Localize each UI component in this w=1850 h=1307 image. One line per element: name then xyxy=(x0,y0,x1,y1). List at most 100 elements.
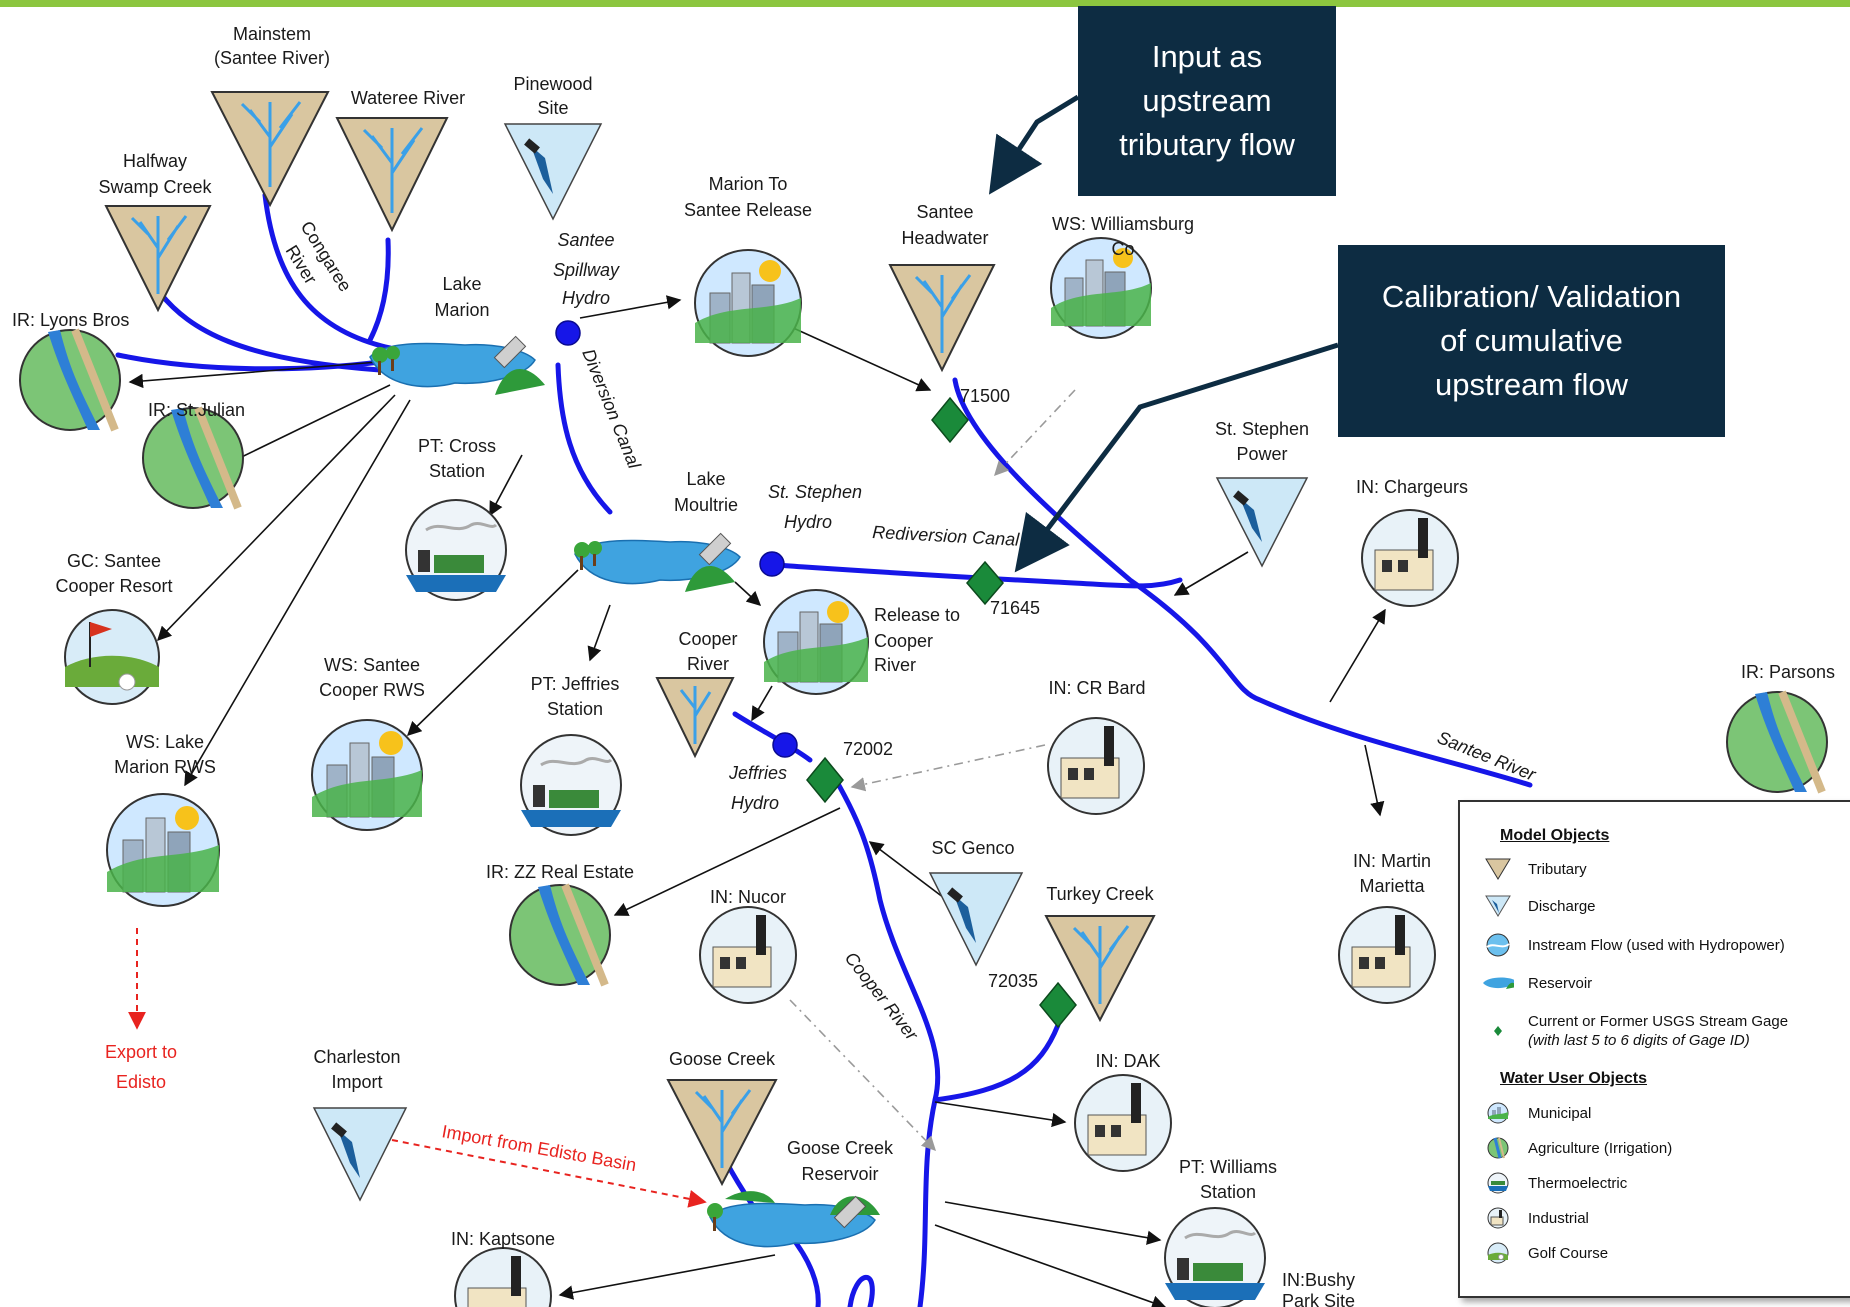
label-santee-cooper-rws-2: Cooper RWS xyxy=(319,680,425,700)
municipal-release-cooper-icon xyxy=(763,589,869,695)
reservoir-symbols xyxy=(369,335,880,1248)
legend-industrial-label: Industrial xyxy=(1528,1209,1589,1227)
legend-user-header: Water User Objects xyxy=(1500,1070,1648,1087)
legend-tributary-label: Tributary xyxy=(1528,860,1587,878)
label-halfway-2: Swamp Creek xyxy=(98,177,212,197)
legend-reservoir-label: Reservoir xyxy=(1528,974,1593,992)
industrial-icons xyxy=(454,509,1459,1307)
label-jeffries-hydro-2: Hydro xyxy=(731,793,779,813)
golf-santee-cooper-icon xyxy=(64,609,160,705)
label-spillway-3: Hydro xyxy=(562,288,610,308)
label-bushy-2: Park Site xyxy=(1282,1291,1355,1307)
label-spillway-2: Spillway xyxy=(553,260,620,280)
reservoir-goose-creek-icon xyxy=(707,1191,880,1248)
callout-input-line1: Input as xyxy=(1151,39,1263,74)
label-release-cooper-3: River xyxy=(874,655,916,675)
discharge-symbols xyxy=(312,123,1309,1202)
municipal-marion-release-icon xyxy=(694,249,802,357)
label-pinewood-1: Pinewood xyxy=(513,74,592,94)
tributary-santee-headwater-icon xyxy=(888,264,996,373)
label-sc-genco: SC Genco xyxy=(931,838,1014,858)
flow-arrows xyxy=(128,295,1386,1307)
label-moultrie-1: Lake xyxy=(686,469,725,489)
label-lake-marion-1: Lake xyxy=(442,274,481,294)
label-cross-1: PT: Cross xyxy=(418,436,496,456)
label-cooper-river-2: River xyxy=(687,654,729,674)
label-release-cooper-1: Release to xyxy=(874,605,960,625)
label-mainstem-1: Mainstem xyxy=(233,24,311,44)
gage-71645-marker xyxy=(966,560,1004,606)
legend-instream-icon xyxy=(1486,933,1510,957)
label-turkey-creek: Turkey Creek xyxy=(1046,884,1154,904)
label-goose-reservoir-2: Reservoir xyxy=(801,1164,878,1184)
label-release-cooper-2: Cooper xyxy=(874,631,933,651)
gage-labels: 71500 71645 72002 72035 xyxy=(843,386,1040,991)
label-charleston-2: Import xyxy=(331,1072,382,1092)
reservoir-lake-marion-icon xyxy=(369,335,545,395)
discharge-ststephen-power-icon xyxy=(1215,477,1309,568)
label-williams-1: PT: Williams xyxy=(1179,1157,1277,1177)
legend-instream-label: Instream Flow (used with Hydropower) xyxy=(1528,936,1785,954)
cooper-outflow-channel xyxy=(732,711,813,763)
label-santee-headwater-2: Headwater xyxy=(901,228,988,248)
gage-72035-marker xyxy=(1039,981,1077,1029)
discharge-pinewood-icon xyxy=(503,123,603,221)
label-pinewood-2: Site xyxy=(537,98,568,118)
legend-row-discharge: Discharge xyxy=(1482,891,1596,921)
callout-input-line2: upstream xyxy=(1142,83,1272,118)
discharge-sc-genco-icon xyxy=(928,872,1024,967)
legend-municipal-icon xyxy=(1487,1102,1509,1124)
industrial-kaptsone-icon xyxy=(454,1247,552,1307)
municipal-santee-cooper-rws-icon xyxy=(311,719,423,831)
label-charleston-1: Charleston xyxy=(313,1047,400,1067)
label-diversion-canal: Diversion Canal xyxy=(578,346,645,472)
thermo-jeffries-station-icon xyxy=(520,734,622,836)
cooper-river-channel xyxy=(827,767,941,1307)
label-crbard: IN: CR Bard xyxy=(1048,678,1145,698)
label-dak: IN: DAK xyxy=(1095,1051,1160,1071)
legend-row-industrial: Industrial xyxy=(1482,1203,1589,1233)
label-golf-1: GC: Santee xyxy=(67,551,161,571)
label-parsons: IR: Parsons xyxy=(1741,662,1835,682)
label-lake-marion-2: Marion xyxy=(434,300,489,320)
tributary-cooper-river-icon xyxy=(655,677,735,759)
label-stjulian: IR: St.Julian xyxy=(148,400,245,420)
tributary-turkey-creek-icon xyxy=(1044,915,1156,1023)
jeffries-hydro-node xyxy=(772,732,798,758)
agriculture-parsons-icon xyxy=(1726,690,1828,794)
ststephen-hydro-node xyxy=(759,551,785,577)
label-kaptsone: IN: Kaptsone xyxy=(451,1229,555,1249)
agriculture-zz-icon xyxy=(509,883,611,987)
legend-discharge-icon xyxy=(1485,895,1511,917)
label-williams-2: Station xyxy=(1200,1182,1256,1202)
legend-row-thermo: Thermoelectric xyxy=(1482,1168,1627,1198)
legend-reservoir-icon xyxy=(1483,977,1514,989)
thermo-williams-station-icon xyxy=(1164,1207,1266,1307)
goose-outflow-channel xyxy=(787,1232,821,1307)
thermo-cross-station-icon xyxy=(405,499,507,601)
industrial-martin-icon xyxy=(1338,906,1436,1004)
legend-gage-line1: Current or Former USGS Stream Gage xyxy=(1528,1013,1789,1030)
label-cross-2: Station xyxy=(429,461,485,481)
legend-model-header: Model Objects xyxy=(1500,827,1610,844)
santee-spillway-hydro-node xyxy=(555,320,581,346)
callout-input-line3: tributary flow xyxy=(1119,127,1295,162)
municipal-lake-marion-rws-icon xyxy=(106,793,220,907)
label-jeffries-station-1: PT: Jeffries xyxy=(531,674,620,694)
label-ststephen-power-2: Power xyxy=(1236,444,1287,464)
reservoir-lake-moultrie-icon xyxy=(574,532,741,592)
tributary-mainstem-icon xyxy=(210,91,330,208)
label-jeffries-hydro-1: Jeffries xyxy=(728,763,787,783)
gage-symbols xyxy=(806,396,1077,1029)
rediversion-canal-channel xyxy=(772,562,1183,589)
label-marion-release-1: Marion To xyxy=(709,174,788,194)
legend-golf-icon xyxy=(1487,1242,1509,1264)
data-link-arrows xyxy=(789,389,1076,1152)
header-accent-bar xyxy=(0,0,1850,7)
label-goose-reservoir-1: Goose Creek xyxy=(787,1138,894,1158)
label-cooper-river-1: Cooper xyxy=(678,629,737,649)
label-bushy-1: IN:Bushy xyxy=(1282,1270,1355,1290)
label-santee-cooper-rws-1: WS: Santee xyxy=(324,655,420,675)
label-ststephen-hydro-2: Hydro xyxy=(784,512,832,532)
